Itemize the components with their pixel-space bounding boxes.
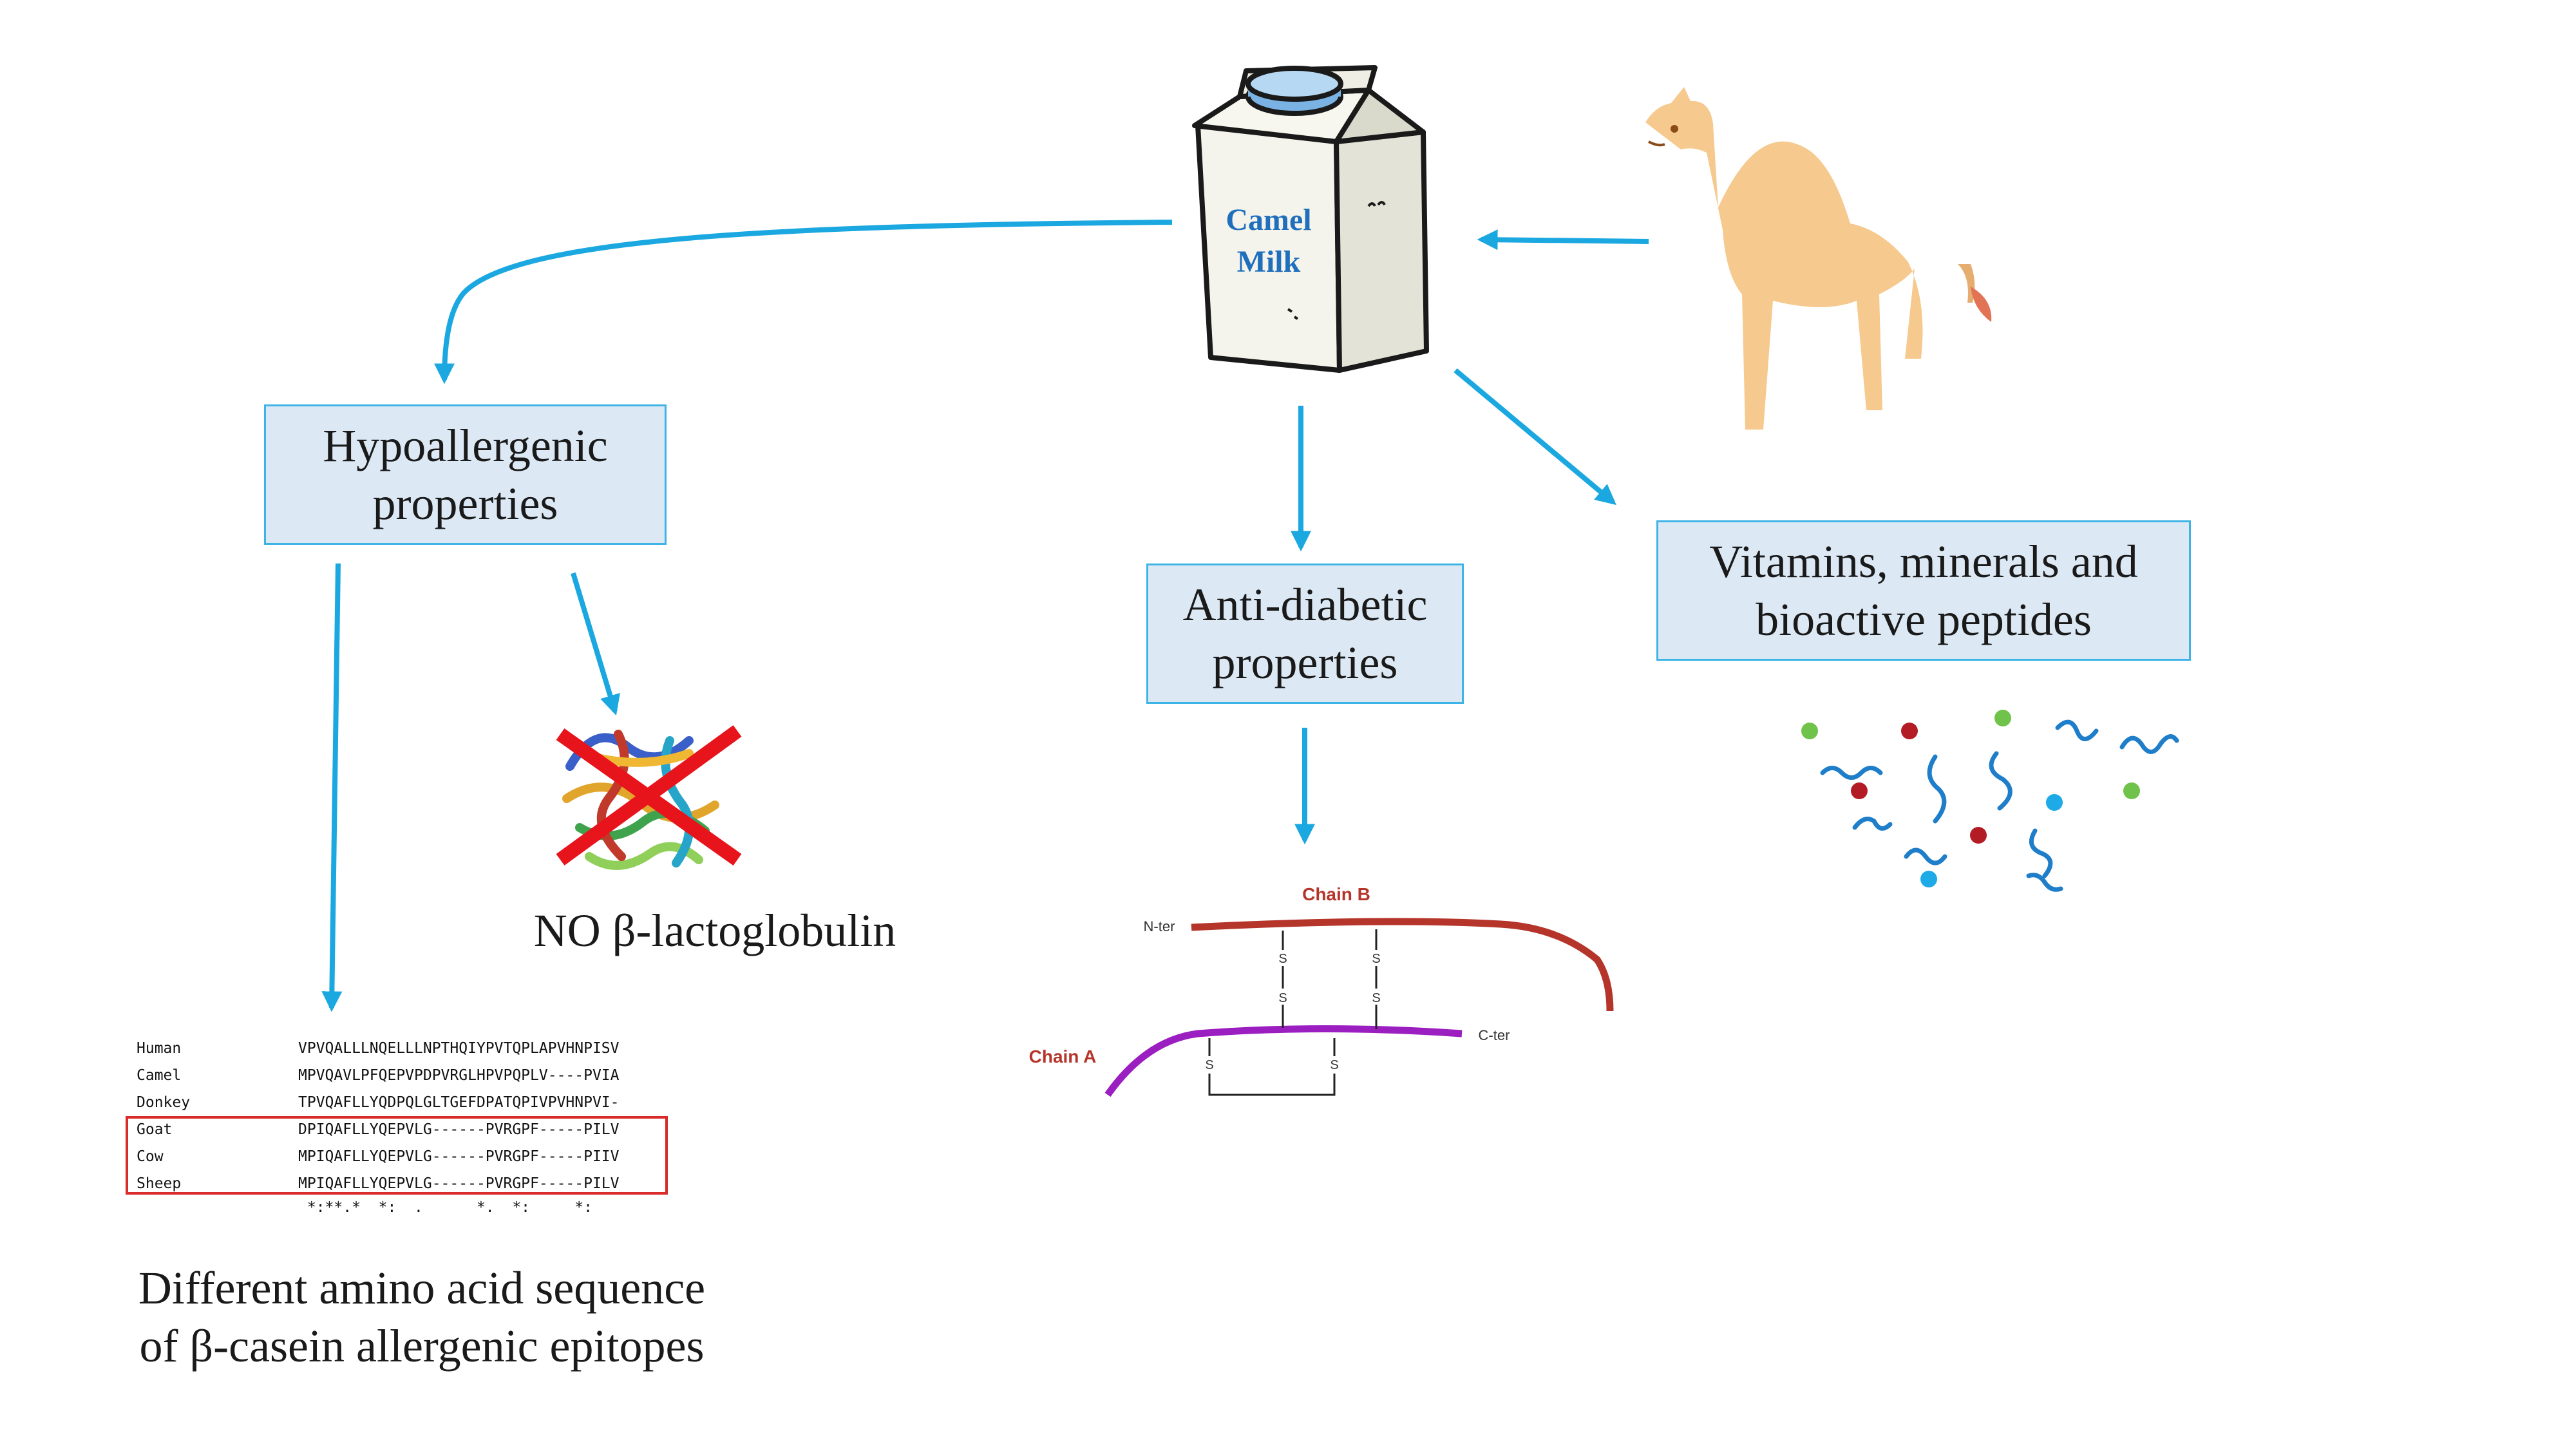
arrow-milk-to-vitamins bbox=[1454, 368, 1616, 506]
sulfur-label: S bbox=[1372, 952, 1380, 966]
milk-label-line1: Camel bbox=[1226, 203, 1312, 237]
vitamins-line2: bioactive peptides bbox=[1756, 594, 2092, 645]
sulfur-label: S bbox=[1330, 1058, 1338, 1072]
species-label: Camel bbox=[137, 1067, 182, 1084]
sequence-row: VPVQALLLNQELLLNPTHQIYPVTQPLAPVHNPISV bbox=[298, 1040, 620, 1057]
casein-caption: Different amino acid sequence of β-casei… bbox=[64, 1259, 779, 1375]
antidiabetic-line2: properties bbox=[1212, 637, 1398, 688]
arrow-milk-to-hypoallergenic bbox=[434, 220, 1173, 384]
chain-a-line bbox=[1104, 1025, 1463, 1097]
sequence-row: TPVQAFLLYQDPQLGLTGEFDPATQPIVPVHNPVI- bbox=[298, 1094, 620, 1111]
antidiabetic-box: Anti-diabetic properties bbox=[1146, 564, 1464, 704]
sulfur-label: S bbox=[1278, 991, 1287, 1005]
chain-b-line bbox=[1191, 918, 1614, 1012]
sequence-row: MPVQAVLPFQEPVPDPVRGLHPVPQPLV----PVIA bbox=[298, 1067, 620, 1084]
species-label: Cow bbox=[137, 1148, 164, 1165]
milk-carton-icon bbox=[1192, 65, 1429, 373]
camel-icon bbox=[1645, 87, 1992, 430]
sequence-row: DPIQAFLLYQEPVLG------PVRGPF-----PILV bbox=[298, 1121, 620, 1138]
chain-a-label: Chain A bbox=[1029, 1046, 1097, 1066]
milk-label-line2: Milk bbox=[1236, 244, 1301, 279]
arrow-hypo-to-lactoglobulin bbox=[571, 572, 620, 716]
peptides-icon bbox=[1820, 719, 2179, 892]
sulfur-label: S bbox=[1372, 991, 1380, 1005]
hypoallergenic-box: Hypoallergenic properties bbox=[264, 404, 667, 545]
nutrient-dots bbox=[1801, 710, 2140, 887]
hypoallergenic-line1: Hypoallergenic bbox=[323, 420, 608, 471]
antidiabetic-line1: Anti-diabetic bbox=[1182, 579, 1428, 630]
casein-caption-line2: of β-casein allergenic epitopes bbox=[139, 1320, 705, 1372]
cross-icon bbox=[556, 725, 742, 866]
species-label: Donkey bbox=[137, 1094, 191, 1111]
epitope-highlight-box bbox=[126, 1116, 668, 1195]
species-label: Goat bbox=[137, 1121, 173, 1138]
arrow-hypo-to-casein bbox=[321, 563, 343, 1012]
casein-caption-line1: Different amino acid sequence bbox=[138, 1262, 706, 1314]
c-ter-label: C-ter bbox=[1479, 1027, 1510, 1043]
sequence-row: MPIQAFLLYQEPVLG------PVRGPF-----PILV bbox=[298, 1175, 620, 1192]
chain-b-label: Chain B bbox=[1302, 884, 1370, 904]
species-label: Sheep bbox=[137, 1175, 182, 1192]
lactoglobulin-caption: NO β-lactoglobulin bbox=[533, 905, 896, 956]
sulfur-label: S bbox=[1278, 952, 1287, 966]
species-label: Human bbox=[137, 1040, 182, 1057]
insulin-structure: Chain B Chain A N-ter C-ter S S S S S S bbox=[1029, 884, 1614, 1097]
hypoallergenic-line2: properties bbox=[372, 478, 558, 529]
vitamins-line1: Vitamins, minerals and bbox=[1709, 536, 2138, 587]
sequence-row: MPIQAFLLYQEPVLG------PVRGPF-----PIIV bbox=[298, 1148, 620, 1165]
arrow-camel-to-milk bbox=[1477, 229, 1649, 251]
n-ter-label: N-ter bbox=[1144, 918, 1175, 934]
sulfur-label: S bbox=[1205, 1058, 1213, 1072]
consensus-row: *:**.* *: . *. *: *: bbox=[298, 1199, 592, 1216]
vitamins-box: Vitamins, minerals and bioactive peptide… bbox=[1656, 520, 2191, 661]
milk-carton-label: Camel Milk bbox=[1204, 200, 1333, 283]
